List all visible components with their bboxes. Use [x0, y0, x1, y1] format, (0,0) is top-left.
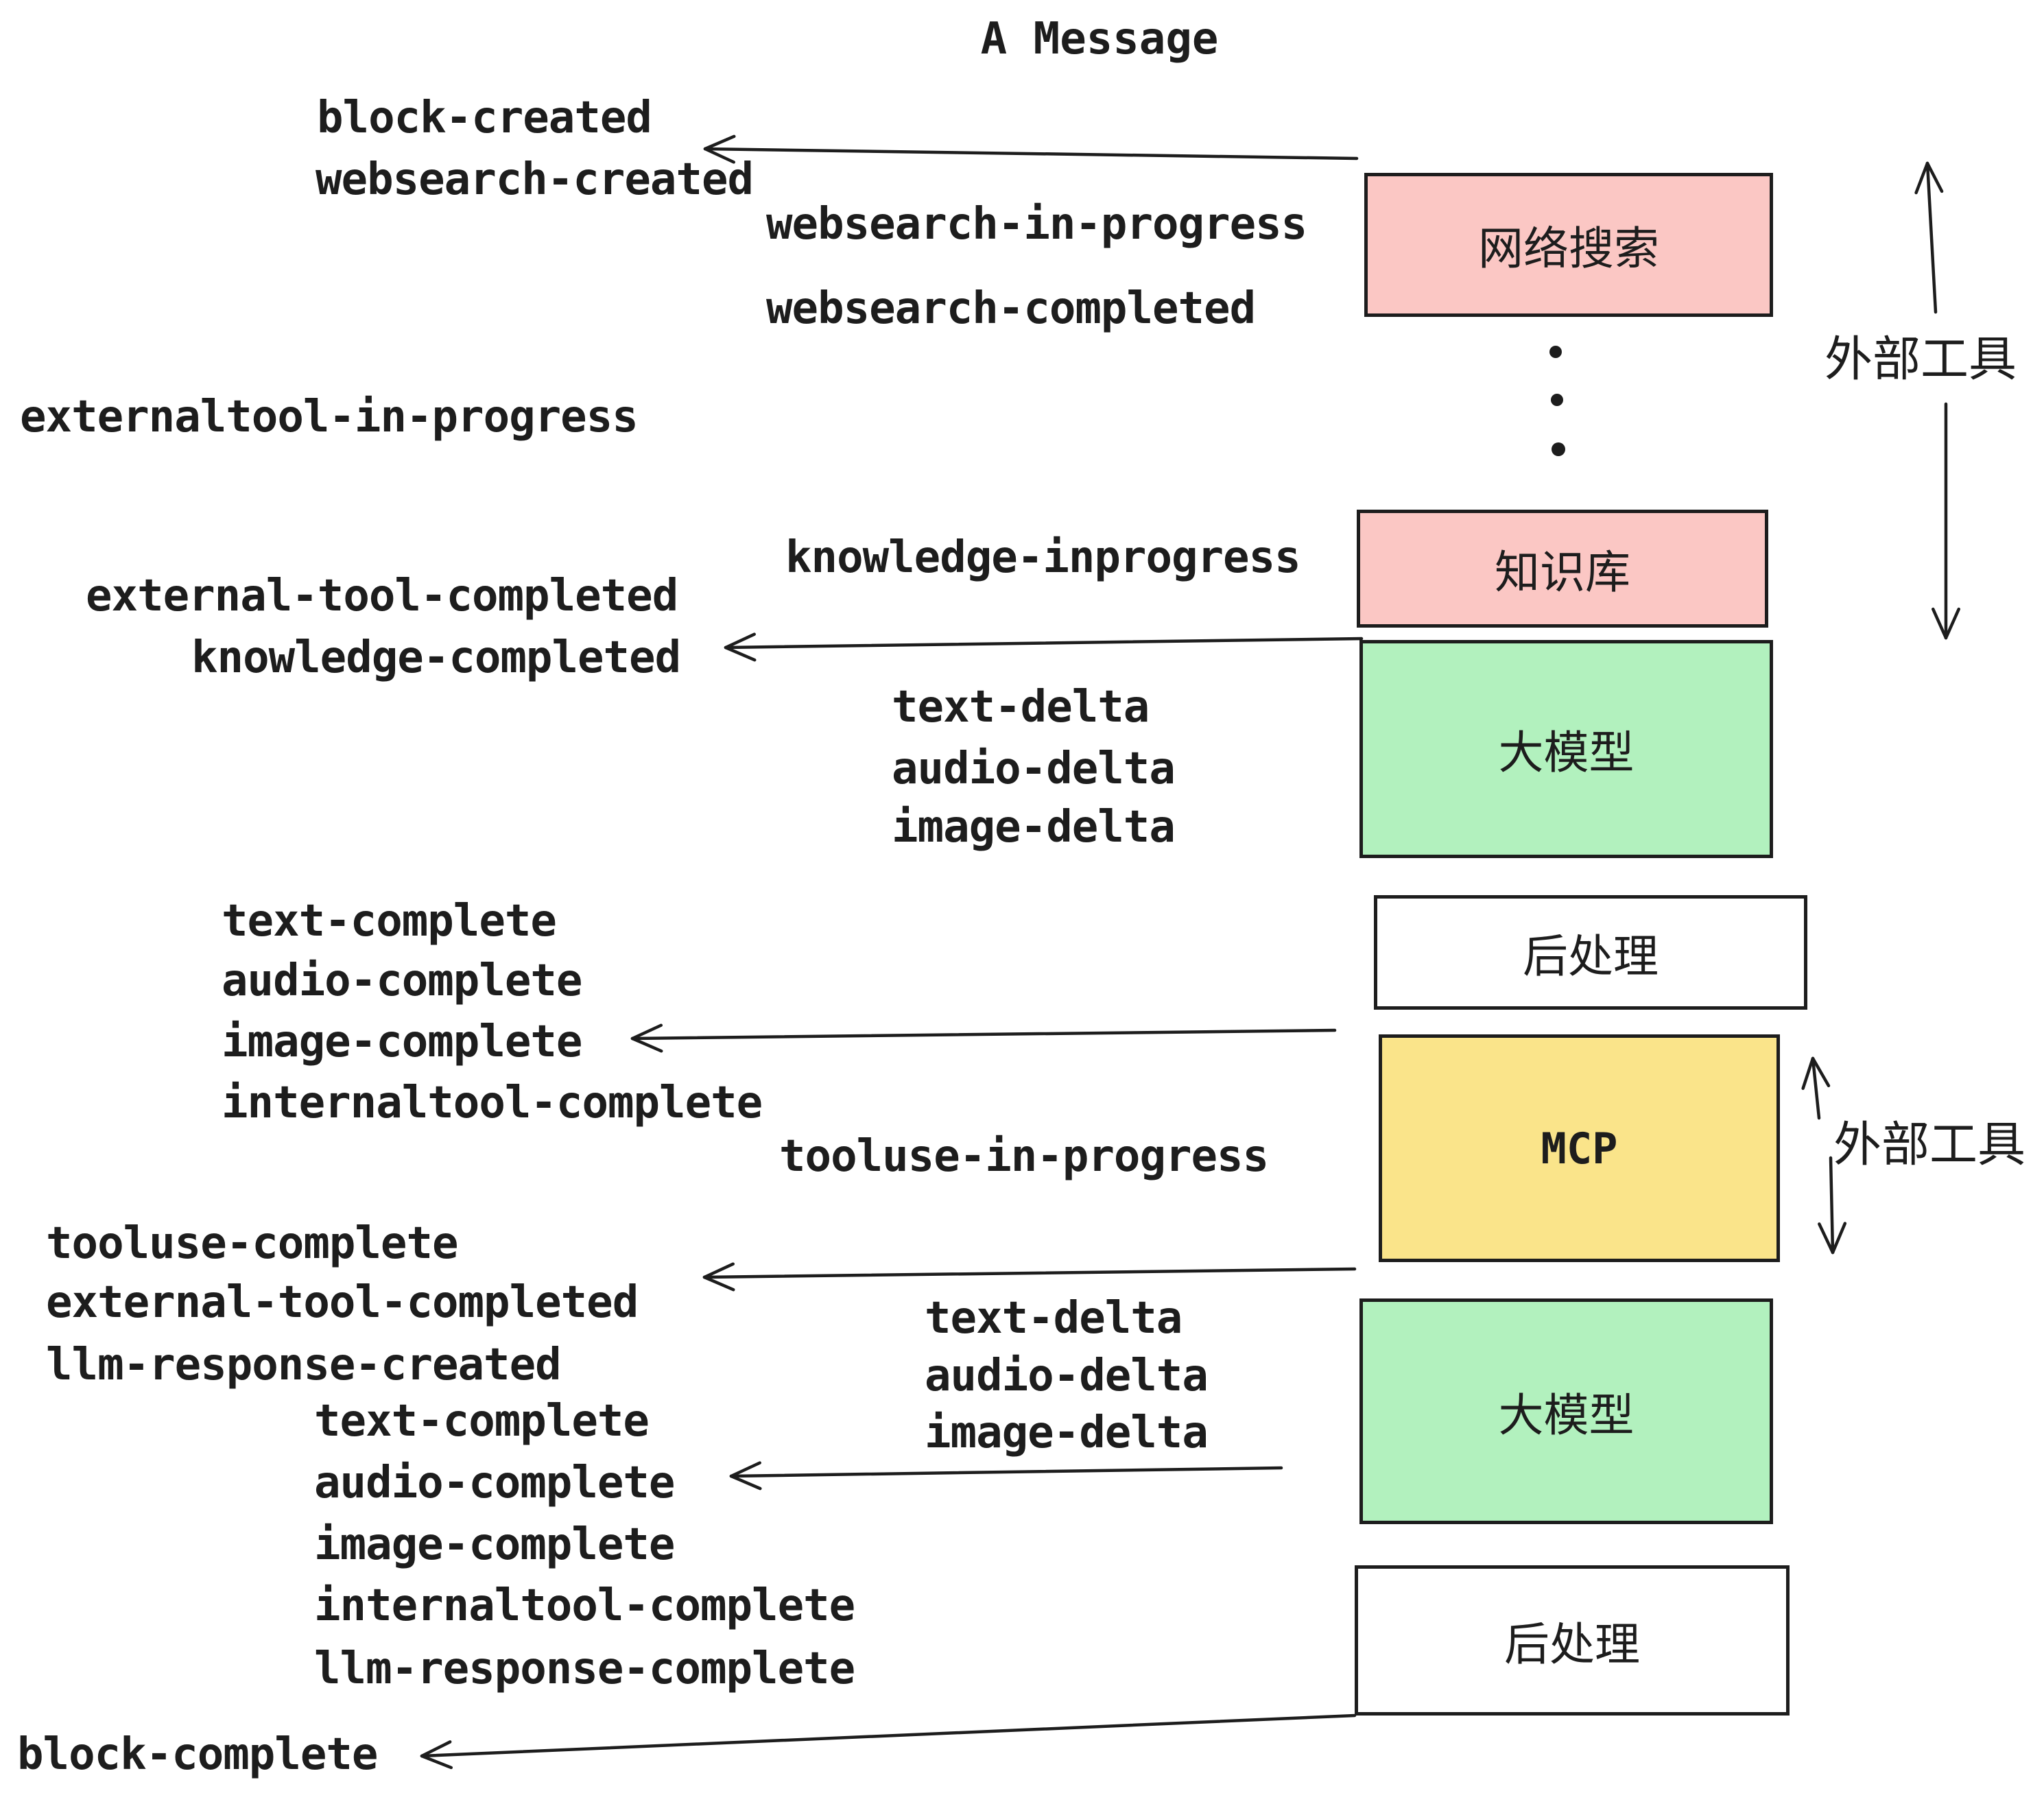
ellipsis-dot: [1551, 394, 1563, 406]
box-mcp-label: MCP: [1541, 1123, 1618, 1174]
box-websearch-label: 网络搜索: [1478, 223, 1659, 274]
box-knowledge: 知识库: [1357, 510, 1768, 628]
event-audio-delta-1: audio-delta: [892, 744, 1176, 794]
event-internaltool-complete-1: internaltool-complete: [222, 1078, 763, 1128]
event-block-created: block-created: [317, 93, 652, 143]
box-llm-1-label: 大模型: [1498, 727, 1635, 778]
box-websearch: 网络搜索: [1364, 173, 1773, 317]
event-external-tool-completed-2: external-tool-completed: [46, 1277, 639, 1328]
box-llm-1: 大模型: [1359, 640, 1773, 858]
event-block-complete: block-complete: [17, 1729, 378, 1780]
event-websearch-in-progress: websearch-in-progress: [766, 199, 1307, 250]
box-postprocess-1: 后处理: [1374, 895, 1807, 1010]
event-llm-response-created: llm-response-created: [46, 1340, 562, 1390]
box-llm-2-label: 大模型: [1498, 1389, 1635, 1440]
arrow-to-image-complete-1: [630, 1023, 1337, 1053]
arrow-to-block-created: [703, 134, 1359, 164]
arrow-external-tools-top-down: [1931, 402, 1961, 640]
event-tooluse-in-progress: tooluse-in-progress: [779, 1131, 1269, 1182]
label-external-tools-mcp: 外部工具: [1833, 1117, 2025, 1172]
box-postprocess-2-label: 后处理: [1504, 1618, 1640, 1670]
event-llm-response-complete: llm-response-complete: [314, 1643, 855, 1694]
event-websearch-completed: websearch-completed: [766, 283, 1256, 334]
event-internaltool-complete-2: internaltool-complete: [314, 1580, 855, 1631]
label-external-tools-top: 外部工具: [1825, 332, 2017, 386]
box-postprocess-2: 后处理: [1355, 1565, 1790, 1716]
event-knowledge-completed: knowledge-completed: [191, 632, 681, 683]
event-audio-complete-2: audio-complete: [314, 1458, 675, 1508]
event-tooluse-complete: tooluse-complete: [46, 1218, 458, 1269]
event-websearch-created: websearch-created: [316, 154, 754, 205]
event-image-delta-2: image-delta: [925, 1408, 1209, 1458]
event-image-delta-1: image-delta: [892, 802, 1176, 853]
event-audio-delta-2: audio-delta: [925, 1351, 1209, 1401]
arrow-external-tools-mcp-up: [1801, 1056, 1831, 1120]
arrow-to-audio-complete-2: [729, 1461, 1283, 1491]
ellipsis-dot: [1549, 346, 1562, 358]
arrow-to-tooluse-complete: [702, 1262, 1357, 1292]
event-text-delta-2: text-delta: [925, 1293, 1183, 1344]
box-mcp: MCP: [1379, 1034, 1780, 1262]
arrow-to-knowledge-completed: [724, 632, 1364, 662]
event-image-complete-2: image-complete: [314, 1519, 675, 1570]
arrow-to-block-complete: [420, 1713, 1357, 1770]
box-postprocess-1-label: 后处理: [1523, 930, 1659, 982]
event-externaltool-in-progress: externaltool-in-progress: [20, 392, 639, 442]
arrow-external-tools-top-up: [1914, 161, 1944, 314]
ellipsis-dot: [1552, 442, 1565, 456]
event-external-tool-completed-1: external-tool-completed: [86, 571, 678, 621]
event-audio-complete-1: audio-complete: [222, 956, 582, 1006]
diagram-title: A Message: [980, 14, 1219, 64]
box-knowledge-label: 知识库: [1495, 547, 1630, 597]
event-image-complete-1: image-complete: [222, 1017, 582, 1067]
event-text-delta-1: text-delta: [892, 682, 1150, 733]
box-llm-2: 大模型: [1359, 1298, 1773, 1524]
event-knowledge-inprogress: knowledge-inprogress: [785, 532, 1301, 583]
event-text-complete-2: text-complete: [314, 1396, 650, 1447]
event-text-complete-1: text-complete: [222, 896, 557, 947]
